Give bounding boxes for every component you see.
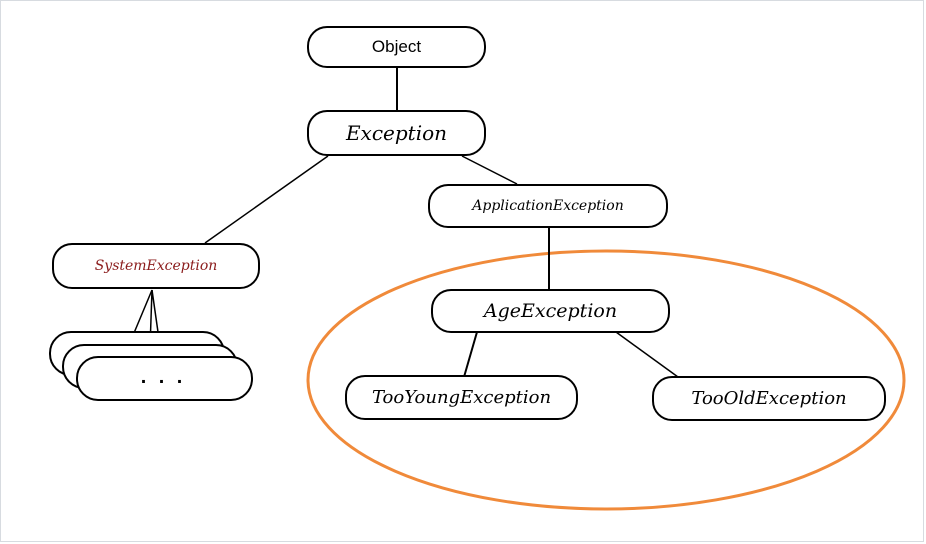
node-too-young-exception: TooYoungException: [345, 375, 578, 420]
node-application-exception-label: ApplicationException: [472, 198, 624, 214]
custom-exceptions-highlight: [306, 249, 906, 511]
node-too-old-exception: TooOldException: [652, 376, 886, 421]
node-age-exception-label: AgeException: [483, 300, 618, 322]
node-exception-label: Exception: [345, 121, 448, 145]
system-children-ellipsis: ...: [137, 367, 192, 390]
system-child-card-front: ...: [76, 356, 253, 401]
edge-system-child-1: [133, 289, 153, 334]
node-too-young-exception-label: TooYoungException: [371, 387, 552, 408]
node-age-exception: AgeException: [431, 289, 670, 333]
node-system-exception-label: SystemException: [94, 258, 218, 274]
node-exception: Exception: [307, 110, 486, 156]
node-too-old-exception-label: TooOldException: [691, 388, 847, 409]
node-object-label: Object: [371, 37, 422, 56]
edge-exception-application: [461, 155, 518, 185]
node-application-exception: ApplicationException: [428, 184, 668, 228]
edge-age-tooold: [615, 331, 679, 378]
node-object: Object: [307, 26, 486, 68]
edge-age-tooyoung: [463, 331, 478, 378]
edge-exception-system: [204, 155, 329, 244]
node-system-exception: SystemException: [52, 243, 260, 289]
